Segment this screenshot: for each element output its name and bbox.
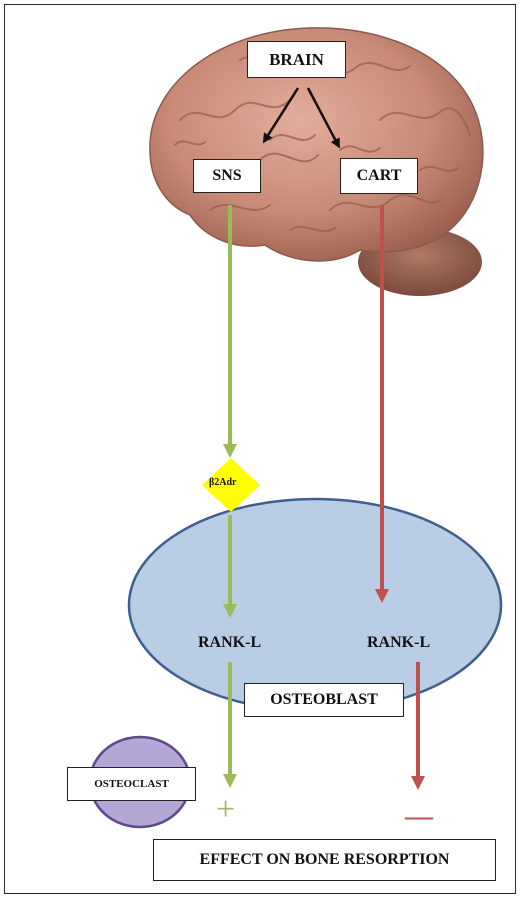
sns-label-box: SNS [193,159,261,193]
minus-sign: — [405,802,433,832]
rankl-left-label: RANK-L [198,634,261,652]
receptor-label: β2Adr [209,477,237,488]
cart-label-box: CART [340,158,418,194]
rankl-right-label: RANK-L [367,634,430,652]
osteoblast-cell [129,499,501,711]
plus-sign: + [216,795,235,825]
effect-label-box: EFFECT ON BONE RESORPTION [153,839,496,881]
osteoclast-label-box: OSTEOCLAST [67,767,196,801]
brain-label-box: BRAIN [247,41,346,78]
osteoblast-label-box: OSTEOBLAST [244,683,404,717]
